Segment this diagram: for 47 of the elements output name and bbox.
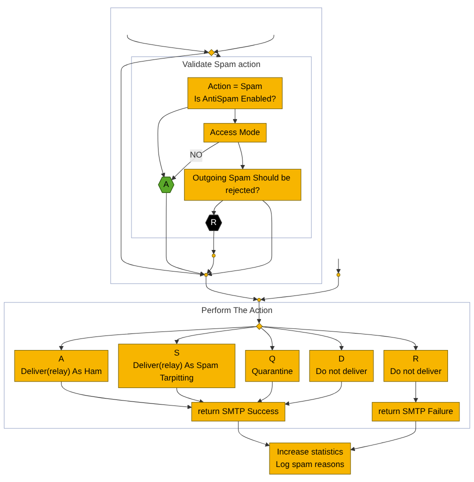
node-box: Increase statistics Log spam reasons xyxy=(269,442,351,474)
node-diamond xyxy=(256,322,263,330)
edge-label: NO xyxy=(190,150,202,160)
arrow xyxy=(166,192,205,276)
node-box: Q Quarantine xyxy=(245,350,300,382)
node-diamond xyxy=(208,49,215,56)
arrow xyxy=(257,381,273,403)
arrow xyxy=(260,327,275,350)
node-box: R Do not deliver xyxy=(384,350,448,382)
arrow xyxy=(206,256,214,274)
arrow xyxy=(127,34,209,54)
arrow xyxy=(262,326,344,350)
arrow xyxy=(350,420,416,452)
node-circle xyxy=(212,254,216,258)
arrow xyxy=(336,258,341,274)
arrow xyxy=(238,142,245,170)
arrow xyxy=(171,142,220,180)
arrow xyxy=(207,200,272,276)
node-box: D Do not deliver xyxy=(309,350,374,382)
node-circle xyxy=(257,298,261,302)
node-box: S Deliver(relay) As Spam Tarpitting xyxy=(118,344,236,388)
arrow xyxy=(174,326,257,344)
node-box: Outgoing Spam Should be rejected? xyxy=(184,168,302,201)
node-circle xyxy=(336,273,340,277)
arrow xyxy=(211,230,216,254)
arrow xyxy=(238,420,270,447)
arrow xyxy=(206,276,258,302)
arrow xyxy=(232,108,238,124)
node-circle xyxy=(204,273,208,277)
arrow xyxy=(214,34,274,54)
node-box: return SMTP Success xyxy=(191,402,286,422)
cluster xyxy=(110,8,322,284)
arrow xyxy=(413,381,418,403)
arrow xyxy=(176,388,204,404)
node-box: return SMTP Failure xyxy=(372,402,460,422)
arrow xyxy=(61,381,192,410)
node-box: Action = Spam Is AntiSpam Enabled? xyxy=(188,77,283,110)
node-box: Access Mode xyxy=(204,123,267,142)
arrow xyxy=(158,106,188,178)
arrow xyxy=(120,52,209,277)
arrow xyxy=(284,381,342,406)
arrow xyxy=(59,326,256,350)
arrow xyxy=(212,200,224,216)
arrow xyxy=(214,52,221,58)
arrow xyxy=(262,326,418,350)
arrow xyxy=(260,276,339,302)
node-box: A Deliver(relay) As Ham xyxy=(14,350,108,382)
